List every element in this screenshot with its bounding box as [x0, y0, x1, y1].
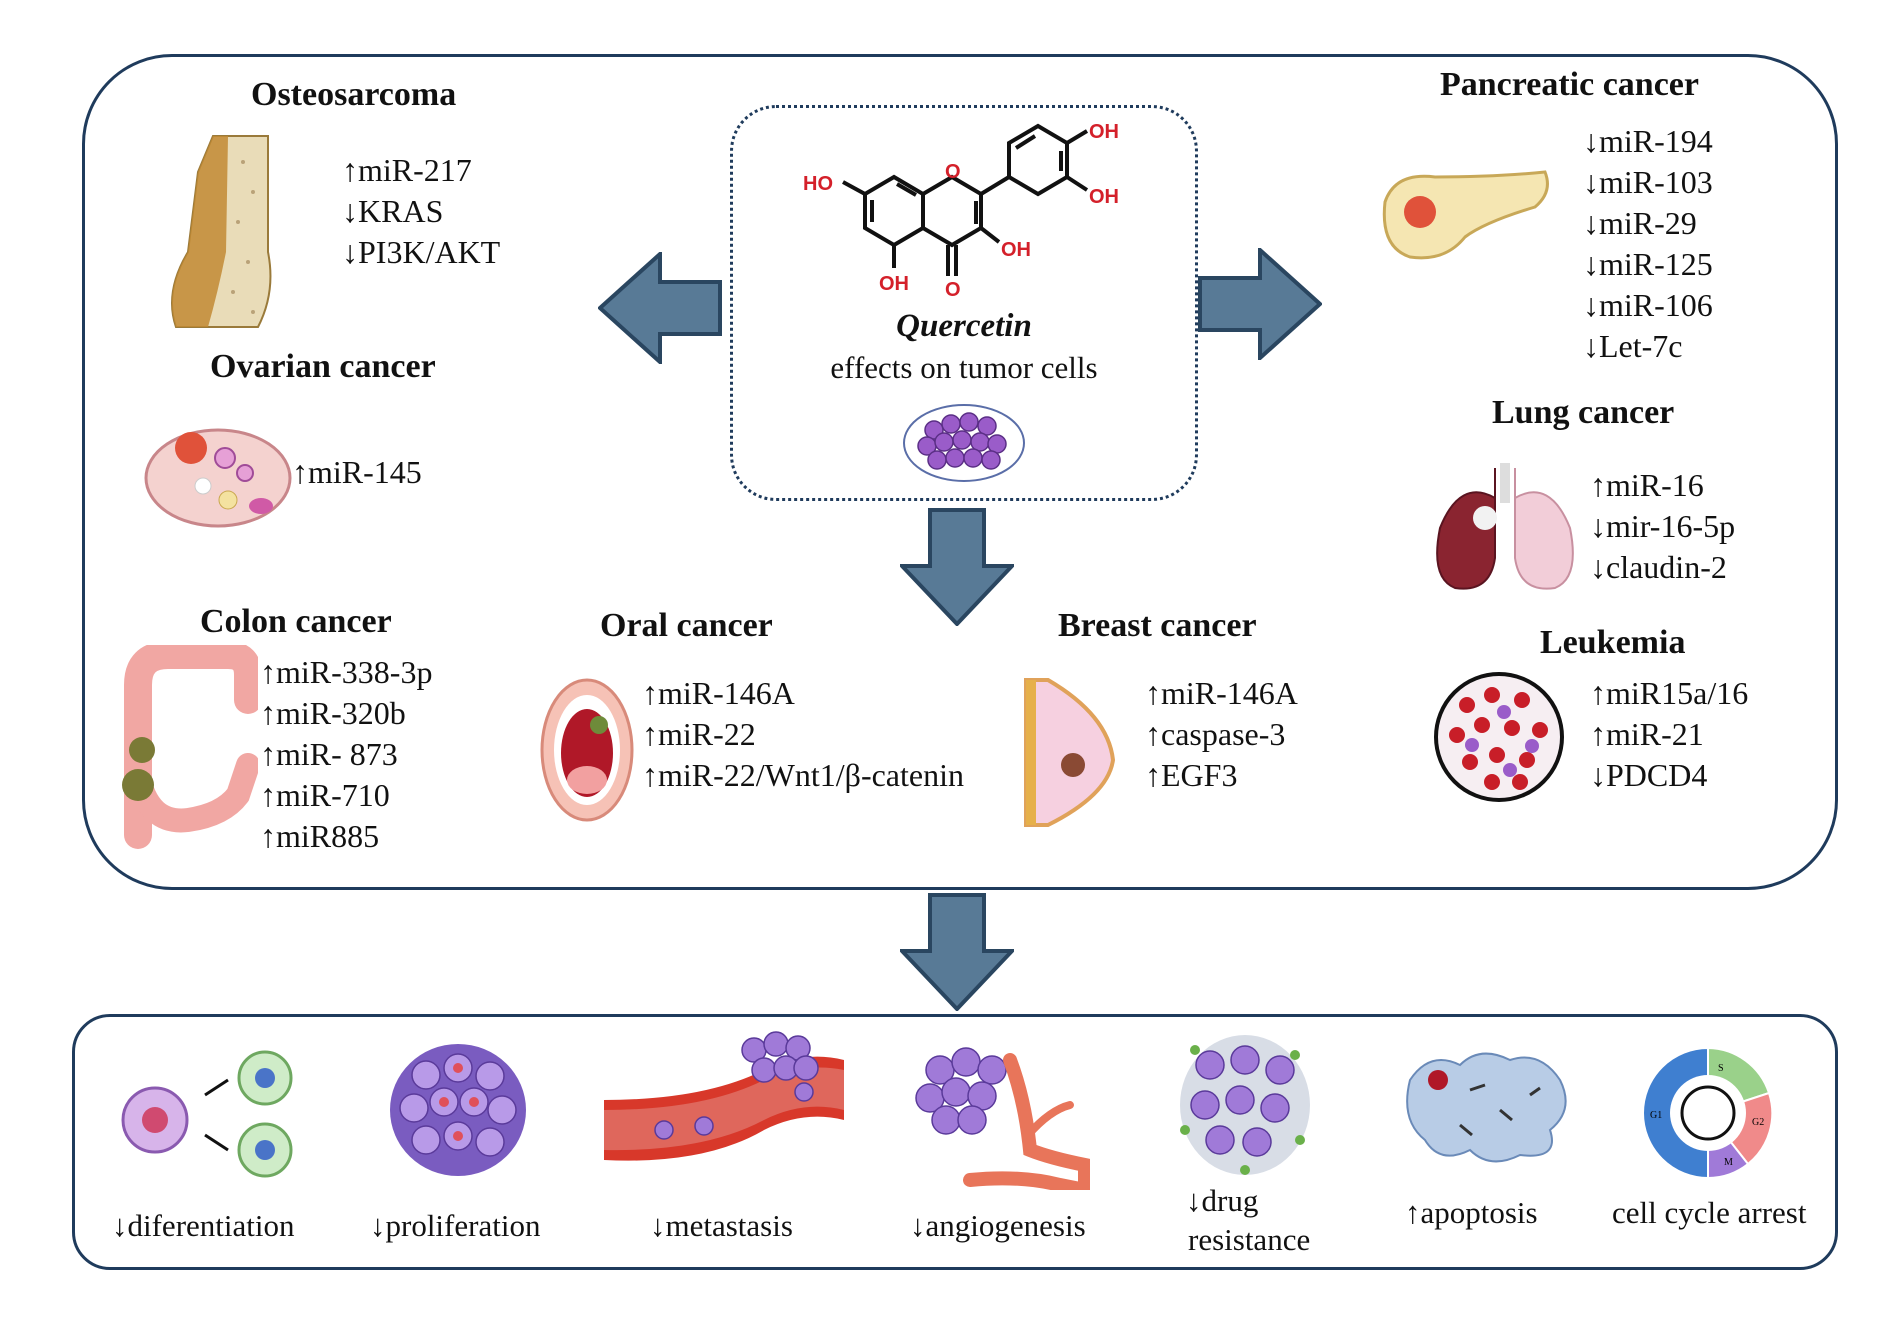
atom-label: OH — [1089, 186, 1119, 208]
effect-metastasis: ↓metastasis — [650, 1208, 793, 1243]
list-item: ↑EGF3 — [1145, 757, 1238, 793]
cell-cycle-icon: S G1 G2 M — [1642, 1046, 1774, 1180]
breast-icon — [1024, 678, 1116, 827]
list-item: ↑miR-146A — [1145, 675, 1298, 711]
colon-icon — [122, 645, 258, 849]
ovary-icon — [144, 428, 292, 528]
list-item: ↑miR-16 — [1590, 467, 1704, 503]
list-item: ↑miR- 873 — [260, 736, 398, 772]
effect-drug-resistance: resistance — [1188, 1222, 1311, 1257]
list-item: ↑miR-22 — [642, 716, 756, 752]
list-item: ↑miR-217 — [342, 152, 472, 188]
osteosarcoma-list: ↑miR-217 ↓KRAS ↓PI3K/AKT — [342, 150, 500, 273]
differentiation-icon — [121, 1050, 293, 1178]
list-item: ↓KRAS — [342, 193, 444, 229]
phase-g2: G2 — [1752, 1117, 1764, 1128]
list-item: ↓miR-125 — [1583, 246, 1713, 282]
list-item: ↓PDCD4 — [1590, 757, 1708, 793]
oral-list: ↑miR-146A ↑miR-22 ↑miR-22/Wnt1/β-catenin — [642, 673, 964, 796]
colon-title: Colon cancer — [200, 603, 392, 640]
list-item: ↑miR-145 — [292, 454, 422, 490]
atom-label: O — [945, 161, 961, 183]
phase-g1: G1 — [1650, 1110, 1662, 1121]
blood-cells-icon — [1434, 672, 1564, 802]
effect-apoptosis: ↑apoptosis — [1405, 1195, 1538, 1230]
ovarian-title: Ovarian cancer — [210, 348, 436, 385]
mouth-icon — [540, 678, 634, 822]
quercetin-subtitle: effects on tumor cells — [830, 350, 1098, 385]
effect-drug: ↓drug — [1186, 1183, 1259, 1218]
osteosarcoma-title: Osteosarcoma — [251, 76, 457, 113]
leukemia-title: Leukemia — [1540, 624, 1686, 661]
phase-m: M — [1724, 1157, 1733, 1168]
breast-title: Breast cancer — [1058, 607, 1257, 644]
arrow-left-icon — [598, 252, 722, 364]
list-item: ↓miR-103 — [1583, 164, 1713, 200]
list-item: ↑miR-320b — [260, 695, 406, 731]
list-item: ↑miR885 — [260, 818, 380, 854]
leukemia-list: ↑miR15a/16 ↑miR-21 ↓PDCD4 — [1590, 673, 1748, 796]
list-item: ↑miR-146A — [642, 675, 795, 711]
pancreas-icon — [1382, 170, 1549, 260]
atom-label: OH — [879, 273, 909, 295]
list-item: ↓miR-106 — [1583, 287, 1713, 323]
quercetin-title: Quercetin — [896, 308, 1032, 344]
list-item: ↓miR-194 — [1583, 123, 1713, 159]
atom-label: HO — [803, 173, 833, 195]
ovarian-list: ↑miR-145 — [292, 452, 422, 493]
lung-title: Lung cancer — [1492, 394, 1675, 431]
arrow-right-icon — [1198, 248, 1322, 360]
bone-icon — [171, 135, 272, 328]
list-item: ↑miR15a/16 — [1590, 675, 1749, 711]
tumor-cluster-icon — [903, 404, 1025, 482]
angiogenesis-icon — [915, 1047, 1090, 1190]
list-item: ↓miR-29 — [1583, 205, 1697, 241]
quercetin-structure: HO O OH OH OH OH O — [803, 121, 1119, 301]
list-item: ↑miR-22/Wnt1/β-catenin — [642, 757, 964, 793]
list-item: ↑miR-338-3p — [260, 654, 433, 690]
effect-angiogenesis: ↓angiogenesis — [910, 1208, 1086, 1243]
arrow-down-icon — [900, 508, 1014, 626]
list-item: ↓PI3K/AKT — [342, 234, 501, 270]
lungs-icon — [1436, 463, 1574, 590]
effect-differentiation: ↓diferentiation — [112, 1208, 295, 1243]
metastasis-icon — [604, 1031, 844, 1161]
list-item: ↑miR-21 — [1590, 716, 1704, 752]
phase-s: S — [1718, 1063, 1724, 1074]
oral-title: Oral cancer — [600, 607, 773, 644]
breast-list: ↑miR-146A ↑caspase-3 ↑EGF3 — [1145, 673, 1298, 796]
drug-resistance-icon — [1180, 1035, 1310, 1175]
quercetin-box: HO O OH OH OH OH O Quercetin effects on … — [730, 105, 1198, 501]
atom-label: OH — [1001, 239, 1031, 261]
proliferation-icon — [390, 1044, 526, 1176]
atom-label: OH — [1089, 121, 1119, 143]
list-item: ↓claudin-2 — [1590, 549, 1727, 585]
list-item: ↑miR-710 — [260, 777, 390, 813]
list-item: ↓mir-16-5p — [1590, 508, 1736, 544]
effect-cell-cycle-arrest: cell cycle arrest — [1612, 1195, 1807, 1230]
effect-proliferation: ↓proliferation — [370, 1208, 541, 1243]
lung-list: ↑miR-16 ↓mir-16-5p ↓claudin-2 — [1590, 465, 1735, 588]
pancreatic-list: ↓miR-194 ↓miR-103 ↓miR-29 ↓miR-125 ↓miR-… — [1583, 121, 1713, 367]
pancreatic-title: Pancreatic cancer — [1440, 66, 1699, 103]
arrow-down-effects-icon — [900, 893, 1014, 1011]
list-item: ↑caspase-3 — [1145, 716, 1286, 752]
atom-label: O — [945, 279, 961, 301]
colon-list: ↑miR-338-3p ↑miR-320b ↑miR- 873 ↑miR-710… — [260, 652, 432, 857]
list-item: ↓Let-7c — [1583, 328, 1683, 364]
apoptosis-icon — [1406, 1052, 1567, 1163]
